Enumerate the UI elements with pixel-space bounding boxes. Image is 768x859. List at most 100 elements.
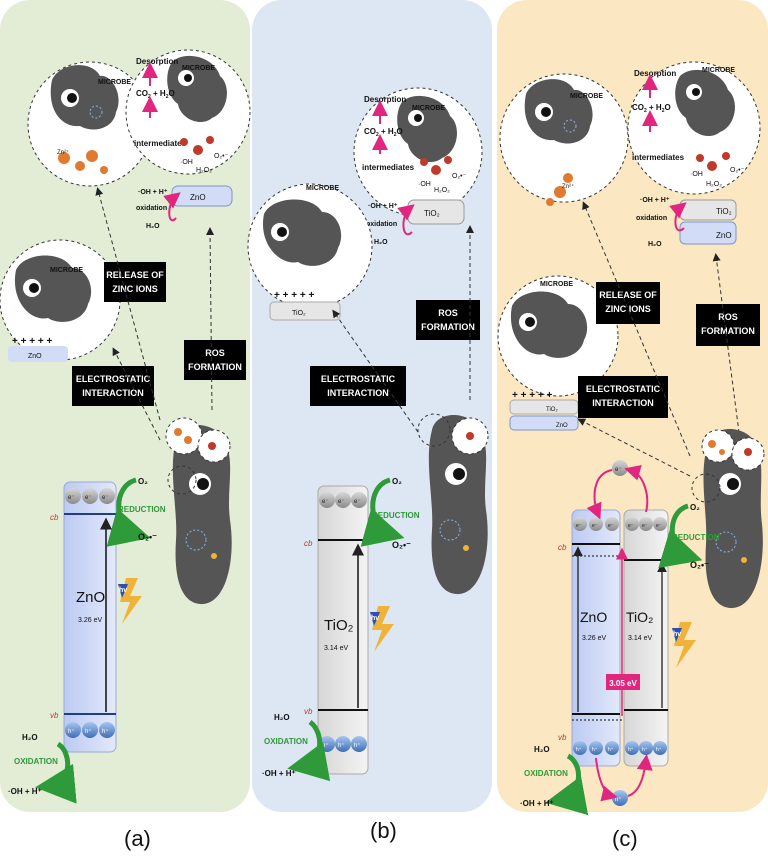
- electrostatic-label-c: ELECTROSTATIC INTERACTION: [578, 376, 668, 418]
- svg-text:ELECTROSTATIC: ELECTROSTATIC: [586, 384, 661, 394]
- oh-plus-h-label: ·OH + H⁺: [640, 197, 670, 204]
- bandgap-label-b: 3.14 eV: [324, 645, 348, 652]
- h2o-small-label: H₂O: [146, 223, 160, 230]
- h2o2-label: H₂O₂: [706, 181, 722, 188]
- h2o-label-c: H₂O: [534, 745, 550, 754]
- desorption-label: Desorption: [364, 95, 406, 104]
- hole-label: h⁺: [628, 747, 634, 753]
- junction-gap-label: 3.05 eV: [609, 679, 637, 688]
- panel-a: MICROBE Zn²⁺ MICROBE Desorption CO2 + H2…: [0, 49, 251, 804]
- oh-radical-label: ·OH: [180, 159, 193, 166]
- svg-text:ELECTROSTATIC: ELECTROSTATIC: [76, 374, 151, 384]
- desorption-label: Desorption: [136, 57, 178, 66]
- electrostatic-circle-a: MICROBE + + + + + ZnO: [0, 239, 121, 362]
- svg-text:FORMATION: FORMATION: [421, 322, 475, 332]
- o2-radical-label: O₂•⁻: [452, 173, 467, 180]
- electrostatic-label-a: ELECTROSTATIC INTERACTION: [72, 366, 154, 406]
- hole-label: h⁺: [338, 742, 345, 749]
- oh-plus-h-label: ·OH + H⁺: [138, 189, 168, 196]
- positive-charges: + + + + +: [274, 290, 314, 301]
- oh-radical-label: ·OH: [690, 171, 703, 178]
- bandgap-label-a: 3.26 eV: [78, 617, 102, 624]
- hv-label: hv: [371, 615, 379, 622]
- svg-text:INTERACTION: INTERACTION: [592, 398, 654, 408]
- material-label-a: ZnO: [76, 589, 105, 606]
- release-zinc-label-a: RELEASE OF ZINC IONS: [104, 262, 166, 302]
- svg-text:ZINC IONS: ZINC IONS: [605, 304, 651, 314]
- material-label-b: TiO₂: [324, 617, 354, 634]
- panel-c: MICROBE Zn²⁺ MICROBE Desorption CO2 + H2…: [497, 61, 765, 816]
- hole-label: h⁺: [322, 742, 329, 749]
- o2-radical-label: O₂•⁻: [214, 153, 229, 160]
- vb-label: vb: [304, 707, 313, 716]
- band-diagram-b: e⁻ e⁻ e⁻ cb vb h⁺ h⁺ h⁺ TiO₂ 3.14 eV hv: [304, 485, 394, 775]
- hole-label: h⁺: [354, 742, 361, 749]
- reduction-label-a: REDUCTION: [118, 505, 166, 514]
- electron-label: e⁻: [102, 495, 109, 501]
- tio2-slab-label: TiO₂: [424, 209, 440, 218]
- intermediates-label: intermediates: [632, 153, 685, 162]
- hv-label: hv: [673, 631, 681, 638]
- svg-text:ROS: ROS: [438, 308, 458, 318]
- h2o-small-label: H₂O: [374, 239, 388, 246]
- positive-charges: + + + + +: [12, 336, 52, 347]
- electron-label: e⁻: [642, 523, 648, 529]
- bandgap-label-c-tio2: 3.14 eV: [628, 635, 652, 642]
- release-zinc-label-c: RELEASE OF ZINC IONS: [596, 282, 660, 324]
- hole-label: h⁺: [656, 747, 662, 753]
- oxidation-label-b: OXIDATION: [264, 737, 308, 746]
- svg-text:ROS: ROS: [718, 312, 738, 322]
- ros-formation-label-a: ROS FORMATION: [184, 340, 246, 380]
- electrostatic-label-b: ELECTROSTATIC INTERACTION: [310, 366, 406, 406]
- electron-label: e⁻: [338, 499, 345, 505]
- tio2-surface-label: TiO₂: [292, 310, 306, 317]
- intermediates-label: intermediates: [134, 139, 187, 148]
- svg-text:RELEASE OF: RELEASE OF: [599, 290, 657, 300]
- zno-surface-label: ZnO: [556, 423, 568, 429]
- svg-text:ROS: ROS: [205, 348, 225, 358]
- electron-label: e⁻: [608, 523, 614, 529]
- hole-label: h⁺: [576, 747, 582, 753]
- electron-label: e⁻: [68, 495, 75, 501]
- cb-label: cb: [558, 543, 567, 552]
- zinc-release-circle-c: MICROBE Zn²⁺: [499, 73, 629, 206]
- band-diagram-a: e⁻ e⁻ e⁻ cb vb h⁺ h⁺ h⁺ ZnO 3.26 eV hv: [50, 481, 142, 753]
- svg-text:INTERACTION: INTERACTION: [82, 388, 144, 398]
- zno-slab-label: ZnO: [716, 231, 732, 240]
- microbe-label: MICROBE: [412, 105, 445, 112]
- vb-label: vb: [50, 711, 59, 720]
- o2-radical-label-b: O₂•⁻: [392, 540, 411, 550]
- o2-radical-label: O₂•⁻: [730, 167, 745, 174]
- svg-text:FORMATION: FORMATION: [701, 326, 755, 336]
- reduction-label-c: REDUCTION: [672, 533, 720, 542]
- zno-slab-label: ZnO: [190, 193, 206, 202]
- vb-label: vb: [558, 733, 567, 742]
- svg-text:INTERACTION: INTERACTION: [327, 388, 389, 398]
- hole-label: h⁺: [592, 747, 598, 753]
- oxidation-label-a: OXIDATION: [14, 757, 58, 766]
- hv-label: hv: [119, 587, 127, 594]
- band-diagram-c: e⁻ e⁻ e⁻ e⁻ e⁻ e⁻ cb vb h⁺ h⁺ h⁺ h⁺ h⁺ h…: [558, 460, 696, 806]
- electron-label: e⁻: [592, 523, 598, 529]
- cb-label: cb: [304, 539, 313, 548]
- oxidation-small-label: oxidation: [136, 205, 167, 212]
- oxidation-label-c: OXIDATION: [524, 769, 568, 778]
- ros-circle-c: MICROBE Desorption CO2 + H2O intermediat…: [627, 61, 761, 248]
- oh-plus-h-label-b: ·OH + H⁺: [262, 769, 296, 778]
- microbe-large-c: [691, 429, 765, 609]
- hole-label: h⁺: [642, 747, 648, 753]
- ros-formation-label-b: ROS FORMATION: [416, 300, 480, 340]
- oh-plus-h-label-a: ·OH + H⁺: [8, 787, 42, 796]
- electron-label: e⁻: [615, 467, 622, 473]
- tio2-slab-label: TiO₂: [716, 207, 732, 216]
- h2o-label-a: H₂O: [22, 733, 38, 742]
- oxidation-small-label: oxidation: [636, 215, 667, 222]
- electron-label: e⁻: [322, 499, 329, 505]
- bandgap-label-c-zno: 3.26 eV: [582, 635, 606, 642]
- hole-label: h⁺: [68, 728, 75, 735]
- caption-a: (a): [124, 826, 151, 851]
- oh-plus-h-label: ·OH + H⁺: [368, 203, 398, 210]
- oh-plus-h-label-c: ·OH + H⁺: [520, 799, 554, 808]
- desorption-label: Desorption: [634, 69, 676, 78]
